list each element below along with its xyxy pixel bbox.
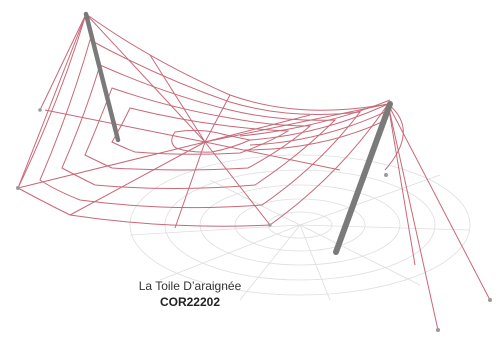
support-posts [83, 11, 393, 255]
spider-web-net [17, 13, 404, 229]
guy-ropes [17, 13, 491, 331]
left-post [83, 11, 121, 143]
ground-shadow-web [129, 154, 471, 301]
product-code: COR22202 [159, 295, 221, 309]
product-name: La Toile D’araignée [138, 279, 242, 293]
right-post [333, 101, 393, 255]
ground-anchors [16, 108, 492, 332]
product-caption: La Toile D’araignée COR22202 [110, 278, 270, 310]
